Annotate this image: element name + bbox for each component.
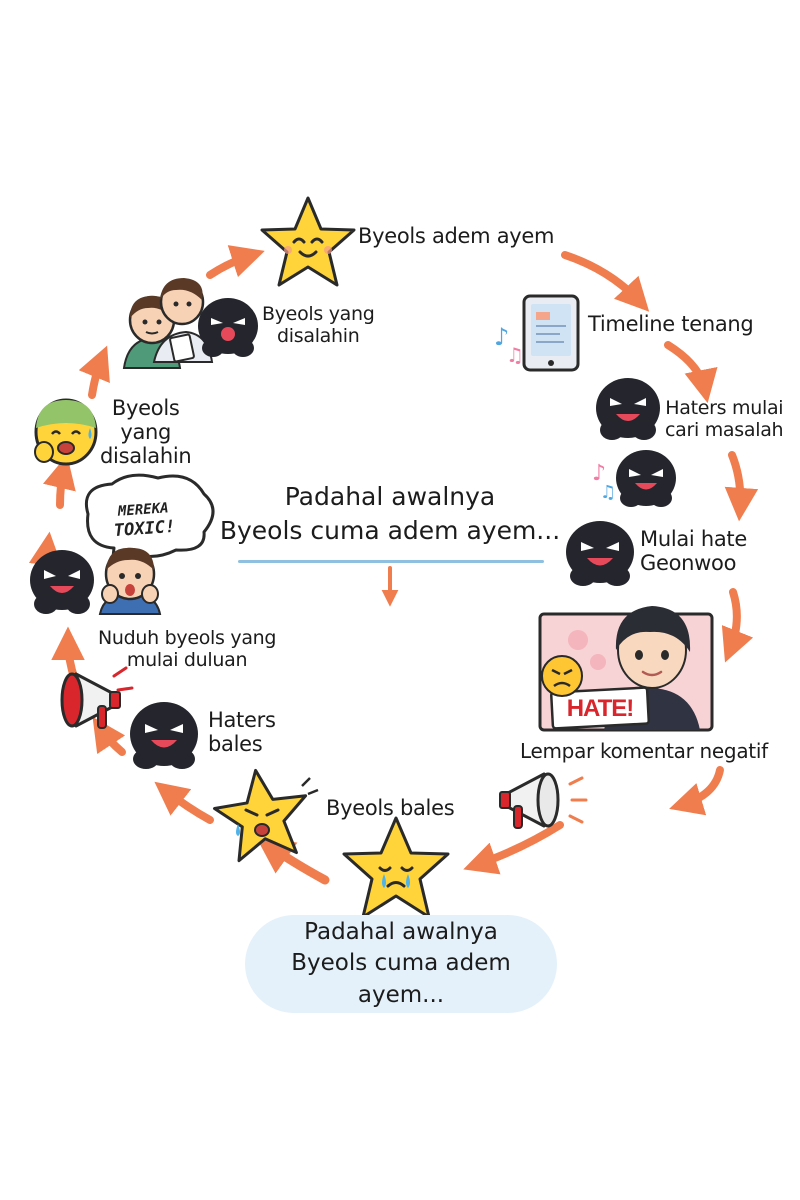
bottom-caption: Padahal awalnya Byeols cuma adem ayem...: [245, 915, 557, 1013]
center-caption: Padahal awalnya Byeols cuma adem ayem...: [219, 482, 561, 545]
angry-star-icon: [212, 768, 319, 863]
music-note-icon: ♪: [592, 461, 606, 486]
node-label-byeols-reply: Byeols bales: [326, 796, 455, 820]
arrow-calm-to-timeline: [561, 251, 650, 312]
node-label-blamed-left: Byeols yang disalahin: [100, 396, 192, 469]
angry-hater-icon: [596, 378, 660, 440]
music-note-icon: ♫: [600, 482, 616, 503]
arrow-timeline-to-haters: [664, 341, 718, 404]
angry-hater-icon: [198, 298, 258, 357]
hate-card-icon: [538, 606, 714, 732]
arrow-angry-star-to-haters: [154, 781, 214, 824]
node-label-haters-start: Haters mulai cari masalah: [665, 397, 784, 441]
arrow-megaphone-to-crying-star: [463, 821, 564, 875]
arrow-blamed-top-to-calm: [206, 245, 265, 279]
center-caption-underline: [238, 560, 544, 563]
arrow-to-blamed-left: [43, 454, 76, 509]
blamed-group-icon: [122, 278, 214, 369]
tablet-icon: [522, 294, 580, 372]
node-label-blamed-top: Byeols yang disalahin: [262, 303, 375, 347]
arrow-to-hate-card: [721, 588, 754, 663]
node-label-timeline: Timeline tenang: [588, 312, 754, 336]
angry-hater-icon: [616, 450, 676, 507]
happy-star-icon: [260, 196, 356, 287]
angry-hater-icon: [566, 521, 634, 586]
node-label-negative-comment: Lempar komentar negatif: [520, 739, 768, 763]
node-label-accuse: Nuduh byeols yang mulai duluan: [98, 627, 277, 671]
arrow-haters-to-haters: [724, 451, 759, 522]
hate-sign-text: HATE!: [566, 695, 635, 722]
arrow-haters-to-megaphone: [92, 716, 126, 756]
arrow-blamed-left-up: [78, 345, 110, 399]
megaphone-icon: [499, 772, 588, 829]
megaphone-icon: [60, 672, 121, 729]
angry-hater-icon: [30, 550, 94, 614]
worried-face-icon: [34, 398, 98, 466]
shocked-person-icon: [98, 547, 162, 615]
crying-star-icon: [342, 816, 450, 919]
node-label-hate-geonwoo: Mulai hate Geonwoo: [640, 527, 747, 576]
node-label-calm: Byeols adem ayem: [358, 224, 555, 248]
music-note-icon: ♫: [506, 343, 524, 367]
music-note-icon: ♪: [494, 323, 509, 351]
node-label-haters-reply: Haters bales: [208, 708, 276, 757]
angry-hater-icon: [130, 702, 198, 769]
arrow-card-to-megaphone: [669, 766, 724, 816]
arrow-crying-star-to-angry-star: [255, 836, 330, 885]
